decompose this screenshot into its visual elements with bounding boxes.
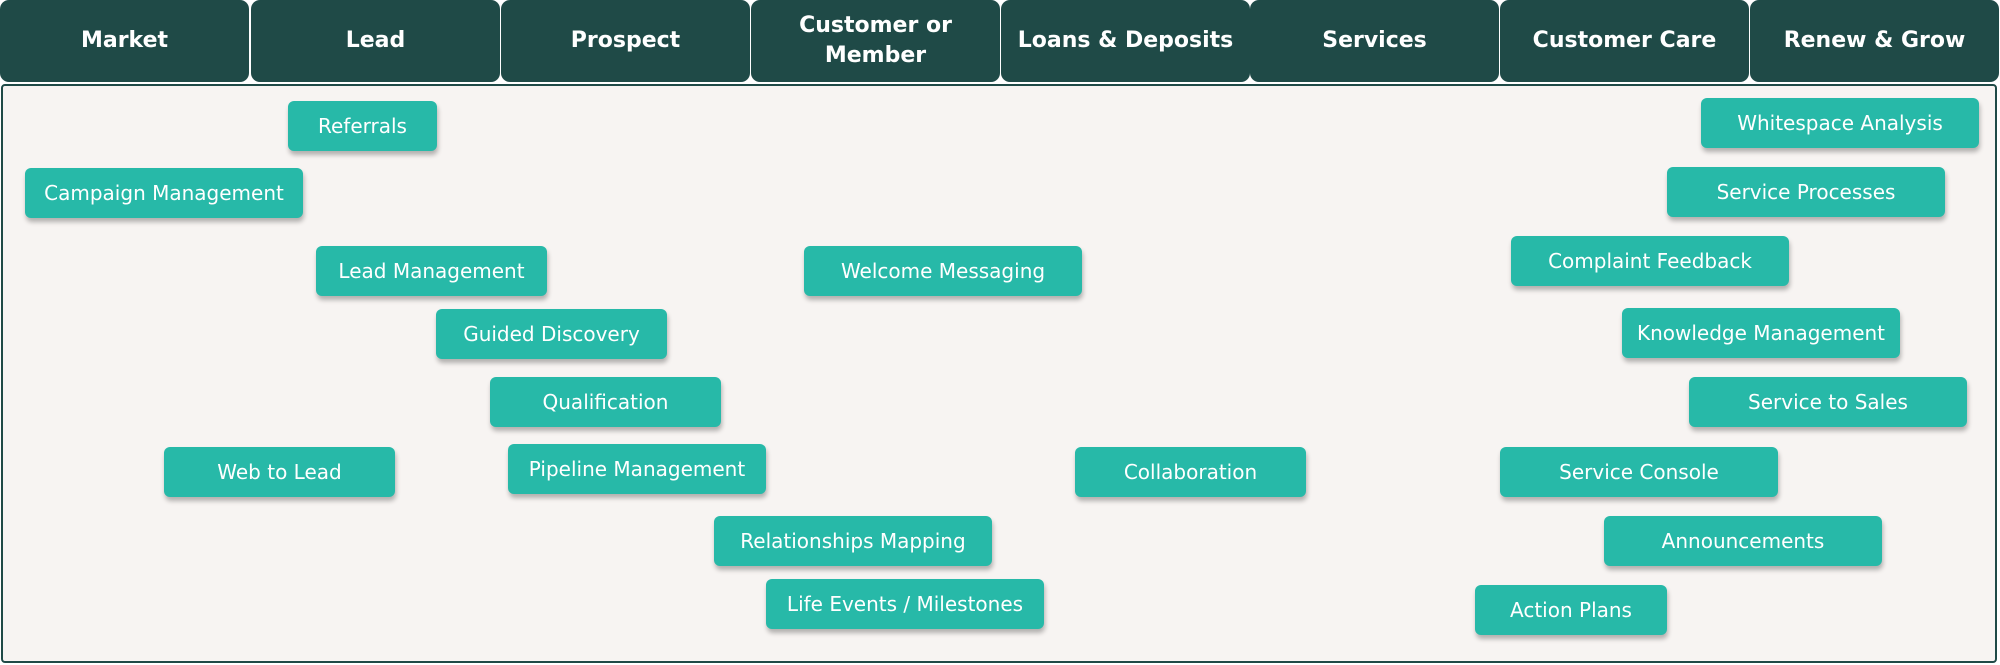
capability-announcements: Announcements <box>1604 516 1882 566</box>
stage-customer-or-member: Customer or Member <box>751 0 1000 82</box>
capability-pipeline-management: Pipeline Management <box>508 444 766 494</box>
capability-relationships-mapping: Relationships Mapping <box>714 516 992 566</box>
capability-campaign-management: Campaign Management <box>25 168 303 218</box>
capability-service-to-sales: Service to Sales <box>1689 377 1967 427</box>
stage-loans-and-deposits: Loans & Deposits <box>1001 0 1250 82</box>
stage-lead: Lead <box>251 0 500 82</box>
capability-life-events-milestones: Life Events / Milestones <box>766 579 1044 629</box>
stage-services: Services <box>1250 0 1499 82</box>
capability-guided-discovery: Guided Discovery <box>436 309 667 359</box>
stage-label: Services <box>1322 28 1427 53</box>
stage-header-row: Market Lead Prospect Customer or Member … <box>0 0 2000 82</box>
stage-label: Customer Care <box>1532 28 1717 53</box>
stage-label: Loans & Deposits <box>1017 28 1234 53</box>
capability-service-console: Service Console <box>1500 447 1778 497</box>
stage-label: Renew & Grow <box>1783 28 1966 53</box>
stage-label: Market <box>80 28 169 53</box>
capability-web-to-lead: Web to Lead <box>164 447 395 497</box>
capability-collaboration: Collaboration <box>1075 447 1306 497</box>
capability-canvas <box>1 84 1997 663</box>
capability-whitespace-analysis: Whitespace Analysis <box>1701 98 1979 148</box>
stage-prospect: Prospect <box>501 0 750 82</box>
stage-market: Market <box>0 0 249 82</box>
capability-qualification: Qualification <box>490 377 721 427</box>
stage-renew-and-grow: Renew & Grow <box>1750 0 1999 82</box>
capability-lead-management: Lead Management <box>316 246 547 296</box>
stage-label: Customer or Member <box>799 13 952 68</box>
stage-customer-care: Customer Care <box>1500 0 1749 82</box>
capability-knowledge-management: Knowledge Management <box>1622 308 1900 358</box>
capability-welcome-messaging: Welcome Messaging <box>804 246 1082 296</box>
capability-complaint-feedback: Complaint Feedback <box>1511 236 1789 286</box>
capability-referrals: Referrals <box>288 101 437 151</box>
stage-label: Lead <box>345 28 406 53</box>
capability-action-plans: Action Plans <box>1475 585 1667 635</box>
capability-service-processes: Service Processes <box>1667 167 1945 217</box>
stage-label: Prospect <box>570 28 681 53</box>
